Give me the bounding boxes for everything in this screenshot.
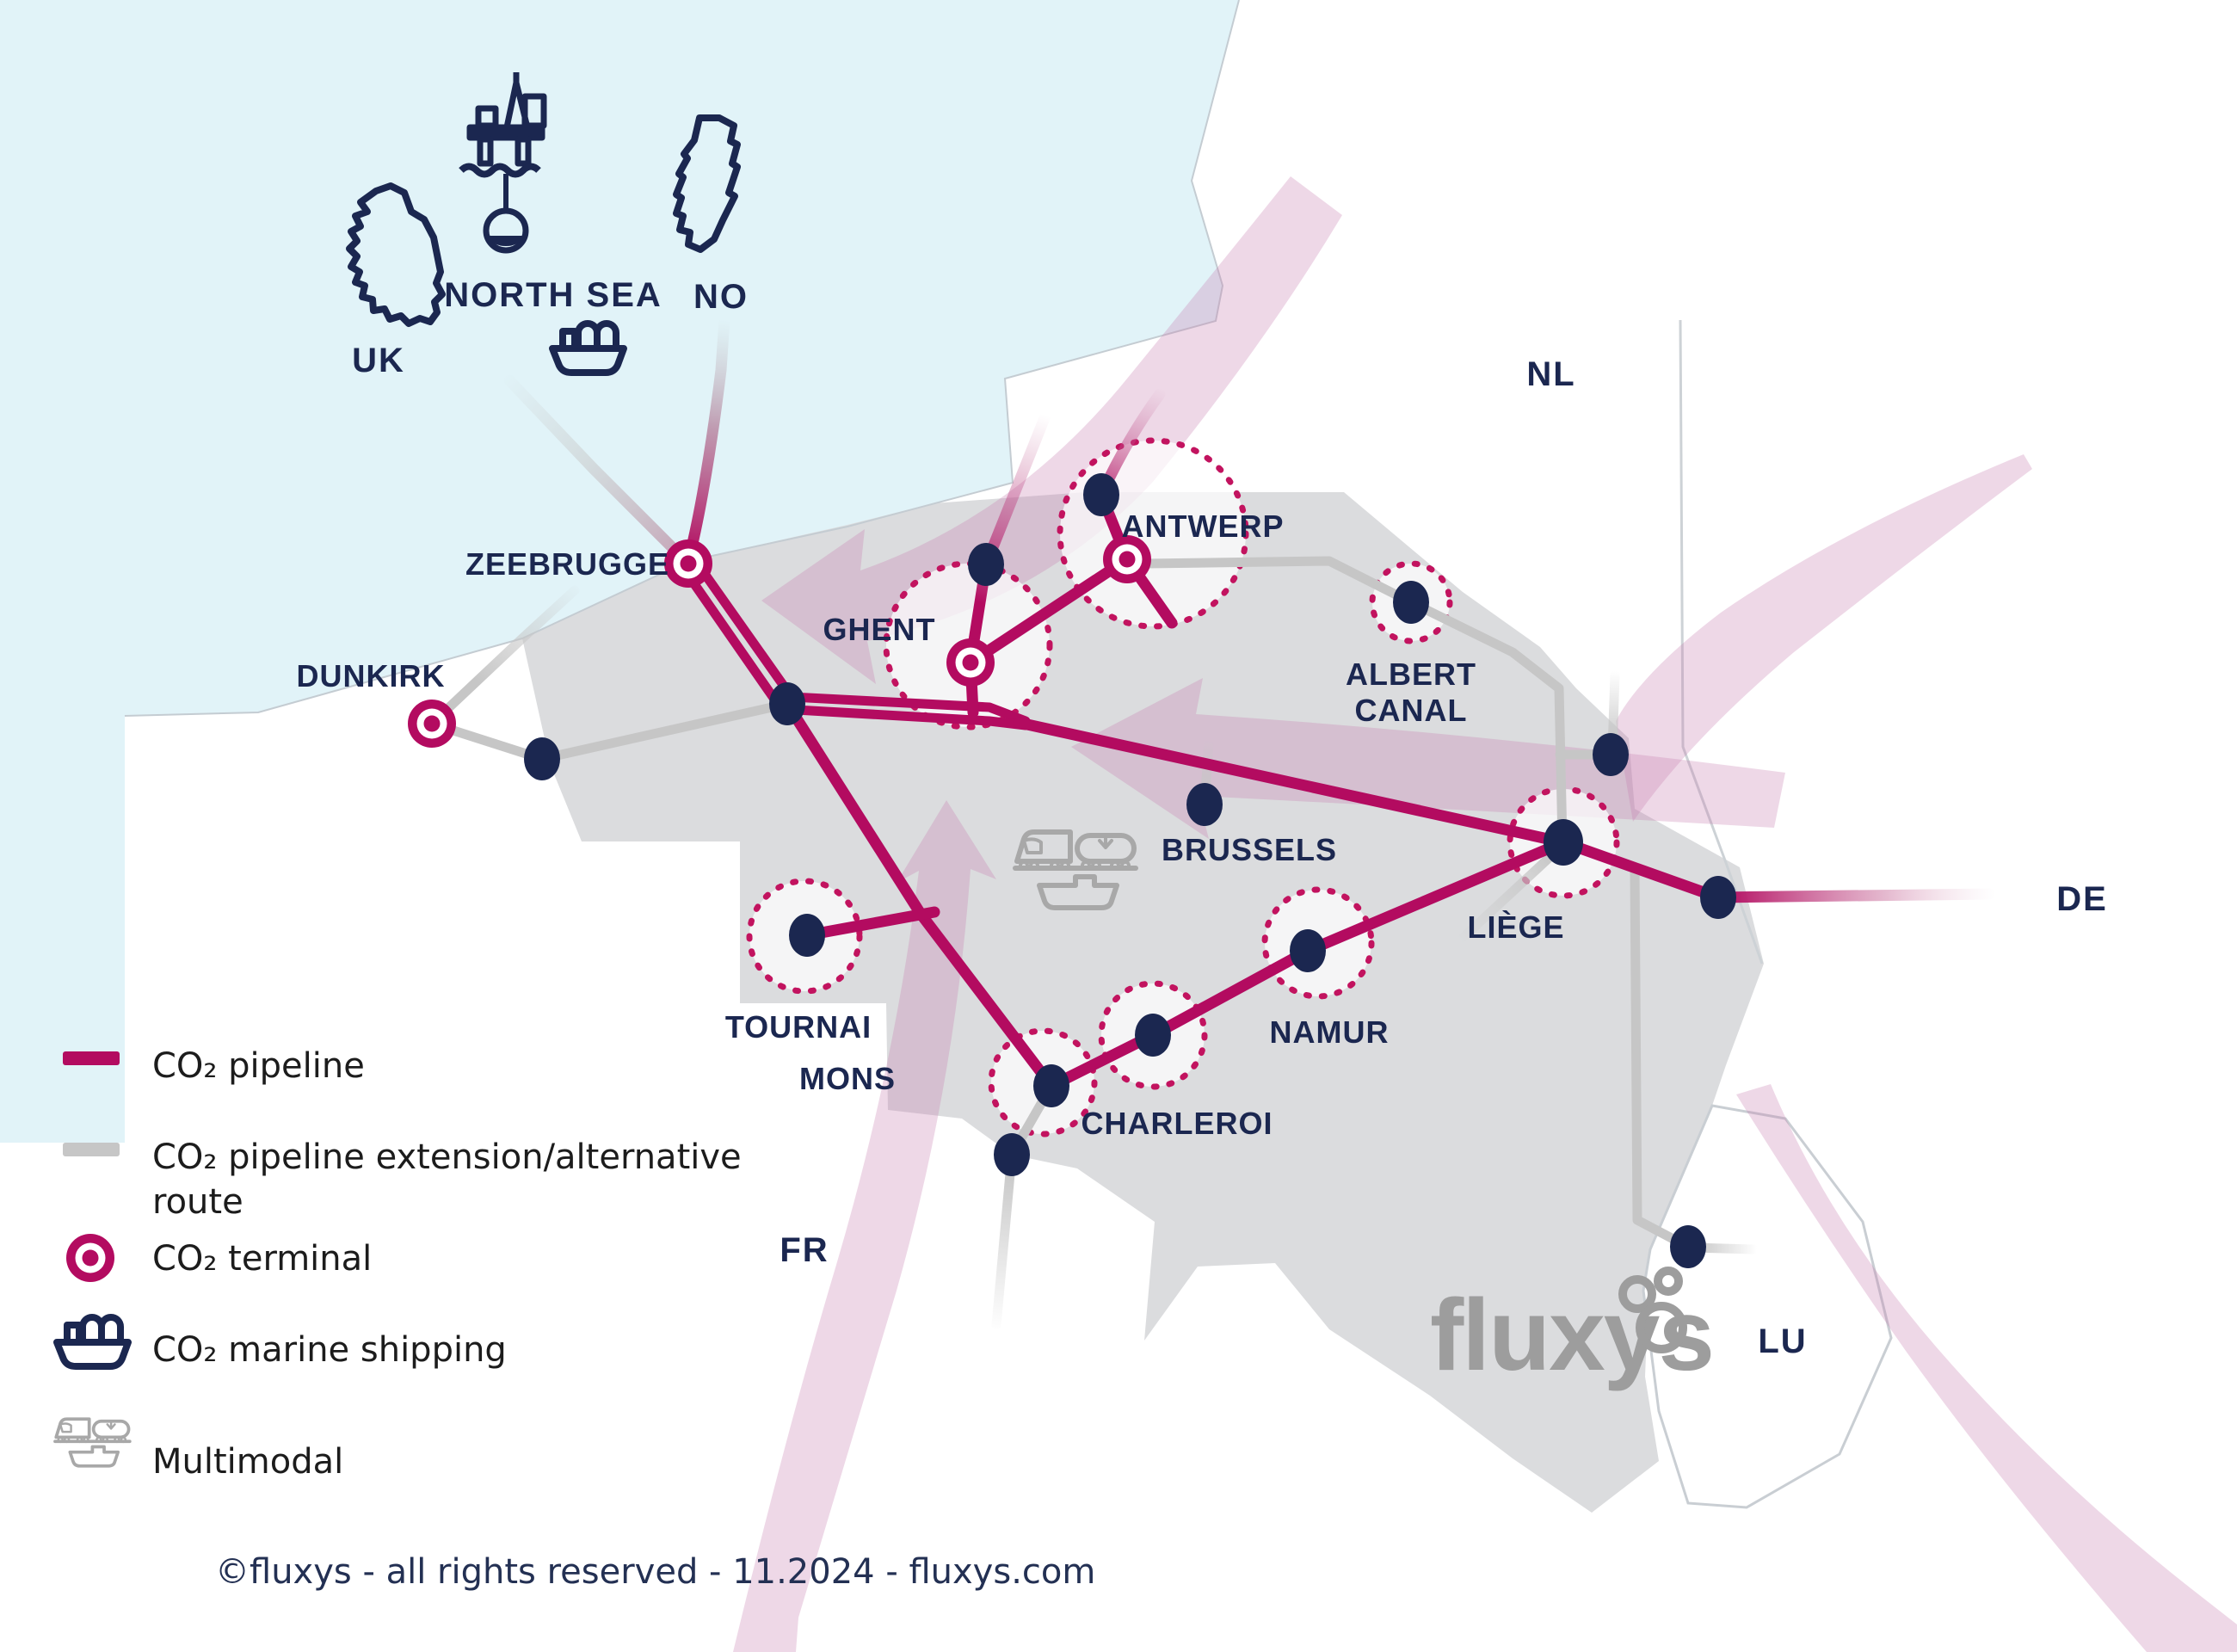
pipe-de-fade: [1712, 888, 1995, 903]
pipe-tournai-stub: [801, 906, 940, 941]
label-brussels: BRUSSELS: [1162, 832, 1337, 867]
legend-terminal-icon: [66, 1234, 114, 1282]
legend-item-extension: CO₂ pipeline extension/alternative route: [63, 1137, 742, 1222]
map-labels: UK NO NL DE LU FR NORTH SEA ZEEBRUGGE DU…: [297, 276, 2108, 1360]
waypoint-dot-dunkirk-east: [524, 737, 560, 780]
label-dunkirk: DUNKIRK: [297, 658, 446, 693]
terminal-zeebrugge: [664, 539, 712, 588]
pipe-zeebrugge-junction-upper: [687, 552, 1031, 726]
waypoint-dot-brussels: [1186, 783, 1223, 826]
waypoint-dot-liege: [1544, 819, 1583, 866]
waypoint-dot-zeebrugge-junction: [769, 682, 805, 725]
legend-marine-label: CO₂ marine shipping: [152, 1330, 507, 1370]
namur-hub-ring: [1261, 886, 1375, 1000]
legend-extension-label-1: CO₂ pipeline extension/alternative: [152, 1137, 742, 1177]
label-lu: LU: [1758, 1322, 1807, 1360]
waypoint-dot-antwerp-north: [1083, 473, 1119, 516]
waypoint-dots: [524, 473, 1736, 1268]
ext-mons-south-fade: [991, 1150, 1017, 1330]
waypoint-dot-tournai: [789, 914, 825, 957]
ghent-hub-ring: [883, 560, 1053, 730]
legend: CO₂ pipeline CO₂ pipeline extension/alte…: [55, 1046, 742, 1482]
fluxys-logo-text: fluxys: [1430, 1279, 1713, 1392]
offshore-platform-storage-icon: [459, 72, 547, 254]
fluxys-logo-molecule-icon: [1618, 1267, 1687, 1353]
waypoint-dot-nl-border: [1593, 733, 1629, 776]
waypoint-dot-namur: [1290, 929, 1326, 972]
flow-band-from-france: [733, 800, 996, 1652]
waypoint-dot-mons-junction: [1033, 1064, 1069, 1107]
copyright-text: ©fluxys - all rights reserved - 11.2024 …: [215, 1552, 1095, 1592]
tournai-hub-ring: [746, 878, 863, 995]
waypoint-dot-de-border: [1700, 876, 1736, 919]
label-albert-canal-2: CANAL: [1355, 693, 1468, 728]
label-albert-canal-1: ALBERT: [1346, 656, 1476, 692]
waypoint-dot-charleroi: [1135, 1014, 1171, 1057]
waypoint-dot-albert-canal: [1393, 581, 1429, 624]
ext-antwerp-albertcanal-liege: [1141, 556, 1568, 848]
ext-dunkirk-northeast-fade: [427, 585, 580, 729]
label-liege: LIÈGE: [1467, 909, 1564, 945]
pipeline-swatch: [63, 1051, 120, 1065]
antwerp-hub-ring: [1057, 437, 1249, 630]
hub-circle-dashes: [746, 437, 1620, 1137]
label-nl: NL: [1526, 355, 1575, 393]
label-tournai: TOURNAI: [725, 1009, 872, 1045]
pipe-zeebrugge-junction-lower: [678, 563, 1031, 730]
flow-band-crescent-top-right: [1616, 454, 2032, 822]
label-de: DE: [2056, 880, 2108, 918]
legend-multimodal-label: Multimodal: [152, 1442, 343, 1482]
flow-band-bottom-right: [1736, 1084, 2237, 1652]
flow-band-to-brussels: [1071, 678, 1785, 839]
legend-item-marine: CO₂ marine shipping: [57, 1317, 507, 1370]
pipe-ghent-antwerp: [964, 553, 1133, 669]
legend-item-multimodal: Multimodal: [53, 1417, 343, 1482]
legend-item-terminal: CO₂ terminal: [66, 1234, 372, 1282]
pipe-zeebrugge-uk-fade: [503, 374, 690, 565]
ext-liege-luxembourg: [1630, 866, 1690, 1250]
charleroi-hub-ring: [1098, 980, 1208, 1090]
label-north-sea: NORTH SEA: [444, 276, 662, 314]
pipe-main-east-to-liege: [1014, 717, 1569, 848]
flow-bands: [733, 176, 2237, 1652]
label-namur: NAMUR: [1270, 1014, 1390, 1050]
label-uk: UK: [352, 342, 405, 379]
norway-country-outline-icon: [673, 114, 741, 253]
pipe-liege-de: [1557, 836, 1724, 903]
albert-canal-hub-ring: [1369, 560, 1453, 644]
pipe-liege-namur-charleroi-mons: [1045, 836, 1569, 1092]
label-ghent: GHENT: [823, 612, 936, 647]
label-zeebrugge: ZEEBRUGGE: [465, 546, 669, 582]
mons-hub-ring: [988, 1027, 1098, 1137]
ext-liege-southwest-fade: [1457, 847, 1561, 943]
waypoint-dot-ghent-north: [968, 543, 1004, 586]
waypoint-dot-lu-border: [1670, 1225, 1706, 1268]
uk-country-outline-icon: [346, 182, 446, 327]
luxembourg-area: [1642, 1104, 1893, 1509]
waypoint-dot-mons-south: [994, 1133, 1030, 1176]
label-antwerp: ANTWERP: [1122, 509, 1285, 544]
legend-pipeline-label: CO₂ pipeline: [152, 1046, 365, 1086]
terminal-ghent: [946, 638, 995, 687]
extension-swatch: [63, 1143, 120, 1156]
label-charleroi: CHARLEROI: [1082, 1106, 1273, 1141]
label-mons: MONS: [799, 1061, 896, 1096]
legend-item-pipeline: CO₂ pipeline: [63, 1046, 365, 1086]
terminal-dunkirk: [408, 700, 456, 748]
north-sea-area: [0, 0, 1239, 1143]
flow-band-to-ghent: [761, 176, 1342, 684]
legend-extension-label-2: route: [152, 1182, 243, 1222]
fluxys-logo: fluxys: [1430, 1267, 1715, 1392]
legend-terminal-label: CO₂ terminal: [152, 1239, 372, 1279]
pipelines-co2: [503, 314, 1995, 1092]
label-fr: FR: [780, 1231, 829, 1269]
nl-de-border-line: [1679, 319, 1764, 965]
label-no: NO: [693, 278, 749, 316]
